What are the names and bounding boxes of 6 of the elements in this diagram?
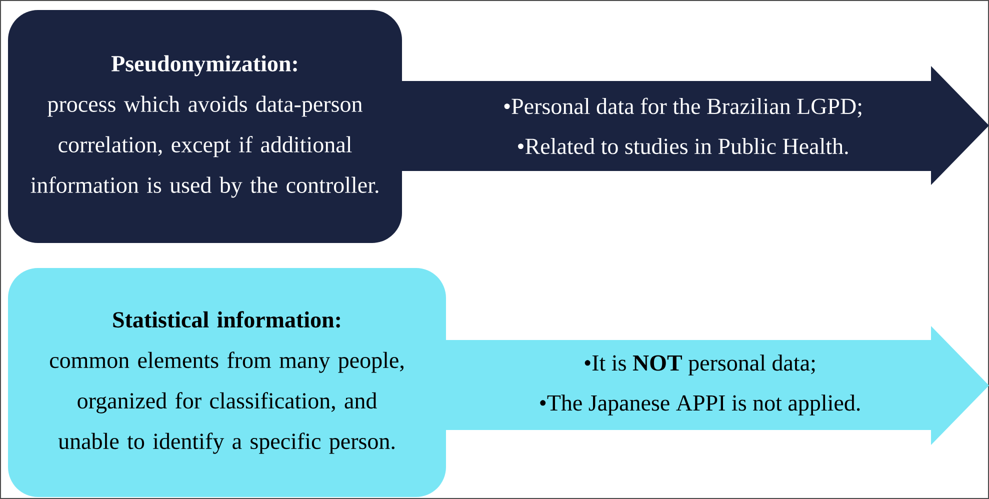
- rounded-box: Statistical information: common elements from many people, organized for classification, and unable to identify a specific person.: [8, 268, 446, 497]
- node-label: •The Japanese APPI is not applied.: [540, 394, 860, 416]
- rounded-box: Pseudonymization: process which avoids data-person correlation, except if additional information is used by the controller.: [8, 10, 402, 243]
- node-label: •Related to studies in Public Health.: [518, 138, 848, 154]
- node-label: •It is NOT personal data;: [584, 354, 815, 376]
- node-label: •Personal data for the Brazilian LGPD;: [504, 98, 862, 118]
